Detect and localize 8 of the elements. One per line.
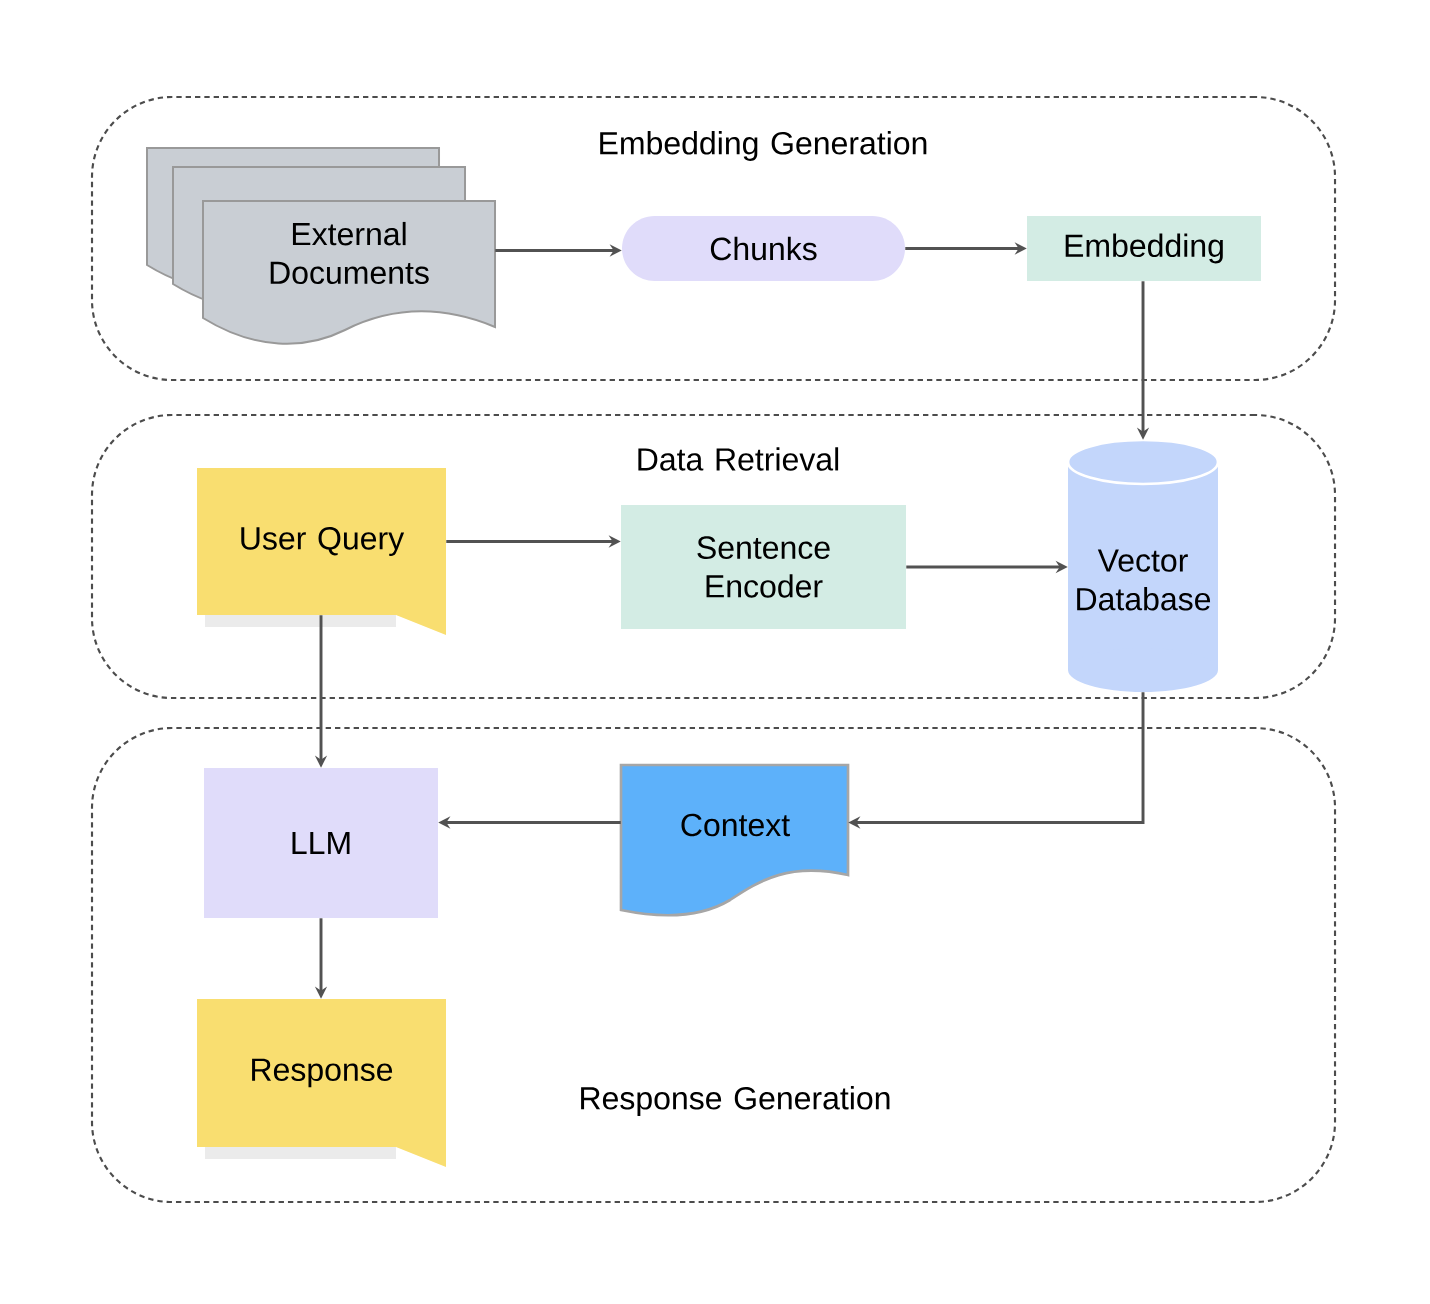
process-box: LLM	[204, 768, 438, 918]
note-box: Response	[197, 999, 446, 1167]
process-box: Sentence Encoder	[621, 505, 906, 629]
process-box: Embedding	[1027, 216, 1261, 281]
rounded-box: Chunks	[622, 216, 905, 281]
note-box: User Query	[197, 468, 446, 635]
database-cylinder: Vector Database	[1066, 438, 1220, 692]
document-stack: External Documents	[146, 147, 496, 345]
